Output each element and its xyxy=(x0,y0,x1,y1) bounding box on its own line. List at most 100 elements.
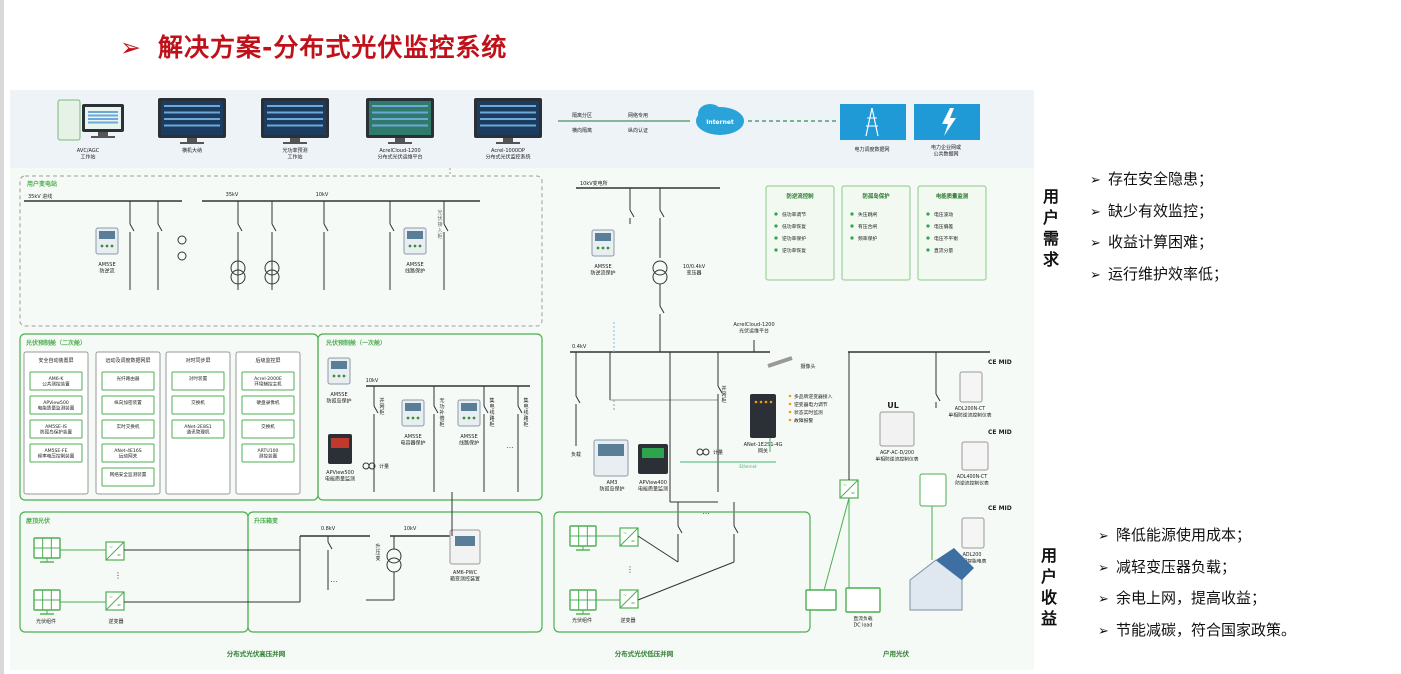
workstation-icon xyxy=(91,136,115,138)
am3-relay-icon xyxy=(598,444,624,456)
tower-icon xyxy=(871,107,879,137)
list-item: ➢余电上网，提高收益； xyxy=(1098,583,1296,615)
camera-icon xyxy=(767,356,793,368)
platform-caption: 电力企业网或公共数据网 xyxy=(931,144,961,158)
bullet-arrow-icon: ➢ xyxy=(1090,173,1101,188)
ethernet-label: Ethernet xyxy=(739,464,757,469)
ac-link xyxy=(637,535,679,563)
cabinet-vertical-label: 并 xyxy=(379,397,384,404)
anet-feature: 多品牌逆变器接入 xyxy=(794,393,833,400)
am5se-line-relay-2 xyxy=(472,416,476,420)
cabinet-head: 对时同步屏 xyxy=(185,357,210,364)
user-needs-list: ➢存在安全隐患； ➢缺少有效监控； ➢收益计算困难； ➢运行维护效率低； xyxy=(1090,164,1228,290)
dc-load-icon xyxy=(845,587,881,613)
function-box-head: 电能质量监测 xyxy=(936,192,969,200)
cabinet-device xyxy=(171,395,225,415)
check-bullet-icon xyxy=(926,248,930,252)
lv-transformer-icon xyxy=(652,260,668,276)
am5se-lv-relay xyxy=(601,246,605,250)
transformer-icon xyxy=(230,260,246,276)
anet-gateway-icon xyxy=(759,400,763,404)
cabinet-vertical-label: 路 xyxy=(523,415,528,422)
breaker-icon xyxy=(323,223,329,232)
tower-icon xyxy=(865,107,873,137)
workstation-icon xyxy=(98,132,108,136)
cabinet-device xyxy=(101,371,155,391)
power-forecast-workstation xyxy=(267,118,323,120)
anet-gateway-icon xyxy=(754,400,758,404)
ellipsis-label: ⋮ xyxy=(114,571,122,580)
power-forecast-workstation xyxy=(267,105,323,107)
cabinet-device-label: 光纤路由器 xyxy=(117,375,140,382)
cabinet-device-label: 硬盘录像机 xyxy=(257,399,280,406)
breaker-icon xyxy=(271,223,277,232)
network-label: 隔离分区 xyxy=(572,112,592,119)
cabinet-vertical-label: 柜 xyxy=(489,421,494,428)
hv-substation-frame xyxy=(19,175,543,327)
dispatch-monitor xyxy=(180,142,204,144)
grid-cabinet-label: 柜 xyxy=(721,397,726,404)
acrel-1000dp-monitor xyxy=(496,142,520,144)
function-box xyxy=(841,185,911,281)
breaker-icon xyxy=(517,405,523,414)
home-inverter-icon: = xyxy=(851,491,855,497)
acrel-1000dp-monitor xyxy=(503,138,513,142)
cabinet-device xyxy=(101,395,155,415)
lv-pv-frame xyxy=(553,511,811,633)
function-box-item: 低功率调节 xyxy=(782,211,806,218)
roof-pv-title: 屋顶光伏 xyxy=(26,517,50,525)
function-box-head: 防孤岛保护 xyxy=(863,192,891,200)
anet-feature: 逆变器电力调节 xyxy=(794,401,828,408)
label-08kv: 0.8kV xyxy=(321,526,336,532)
anet-gateway-icon xyxy=(764,400,768,404)
function-box-item: 有压合闸 xyxy=(858,223,877,230)
check-bullet-icon xyxy=(850,236,854,240)
acrel-1000dp-monitor xyxy=(480,111,536,114)
ellipsis-label: ⋮ xyxy=(626,565,634,574)
cabinet-vertical-label: 偿 xyxy=(439,415,444,422)
cabinet-device xyxy=(29,419,83,439)
function-box-item: 电压波动 xyxy=(934,211,953,218)
am5se-line-relay-2 xyxy=(467,416,471,420)
boost-frame xyxy=(247,511,543,633)
breaker-icon xyxy=(157,223,163,232)
am5se-line-relay xyxy=(408,244,412,248)
list-item: ➢运行维护效率低； xyxy=(1090,259,1228,291)
breaker-icon xyxy=(443,223,449,232)
cabinet-vertical-label: 线 xyxy=(523,409,528,416)
am5se-line-relay-2 xyxy=(462,416,466,420)
feature-bullet-icon xyxy=(788,410,792,414)
breaker-icon xyxy=(935,393,941,402)
primary-cabin-frame xyxy=(317,333,543,501)
am5se-anti-backflow-relay xyxy=(105,244,109,248)
inverter-icon: ~ xyxy=(623,531,627,537)
workstation-icon xyxy=(88,114,118,117)
pv-access-label: 接 xyxy=(437,221,442,228)
internet-label: Internet xyxy=(706,119,734,126)
cabinet-vertical-label: 集 xyxy=(523,397,528,404)
slide-edge xyxy=(0,0,4,674)
am5se-lv-relay xyxy=(596,246,600,250)
cabinet-device xyxy=(29,443,83,463)
cabinet-device-label: 交换机 xyxy=(191,399,205,406)
anet-feature: 故障报警 xyxy=(794,417,813,424)
feature-bullet-icon xyxy=(788,402,792,406)
function-box-item: 逆功率恢复 xyxy=(782,247,806,254)
inverter-icon: = xyxy=(117,603,121,609)
acrel-1000dp-monitor xyxy=(480,118,536,120)
breaker-icon xyxy=(575,395,581,404)
acrelcloud-1200-monitor xyxy=(372,124,428,127)
boost-transformer-label: 压 xyxy=(375,550,380,556)
check-bullet-icon xyxy=(774,248,778,252)
breaker-icon xyxy=(717,385,723,394)
